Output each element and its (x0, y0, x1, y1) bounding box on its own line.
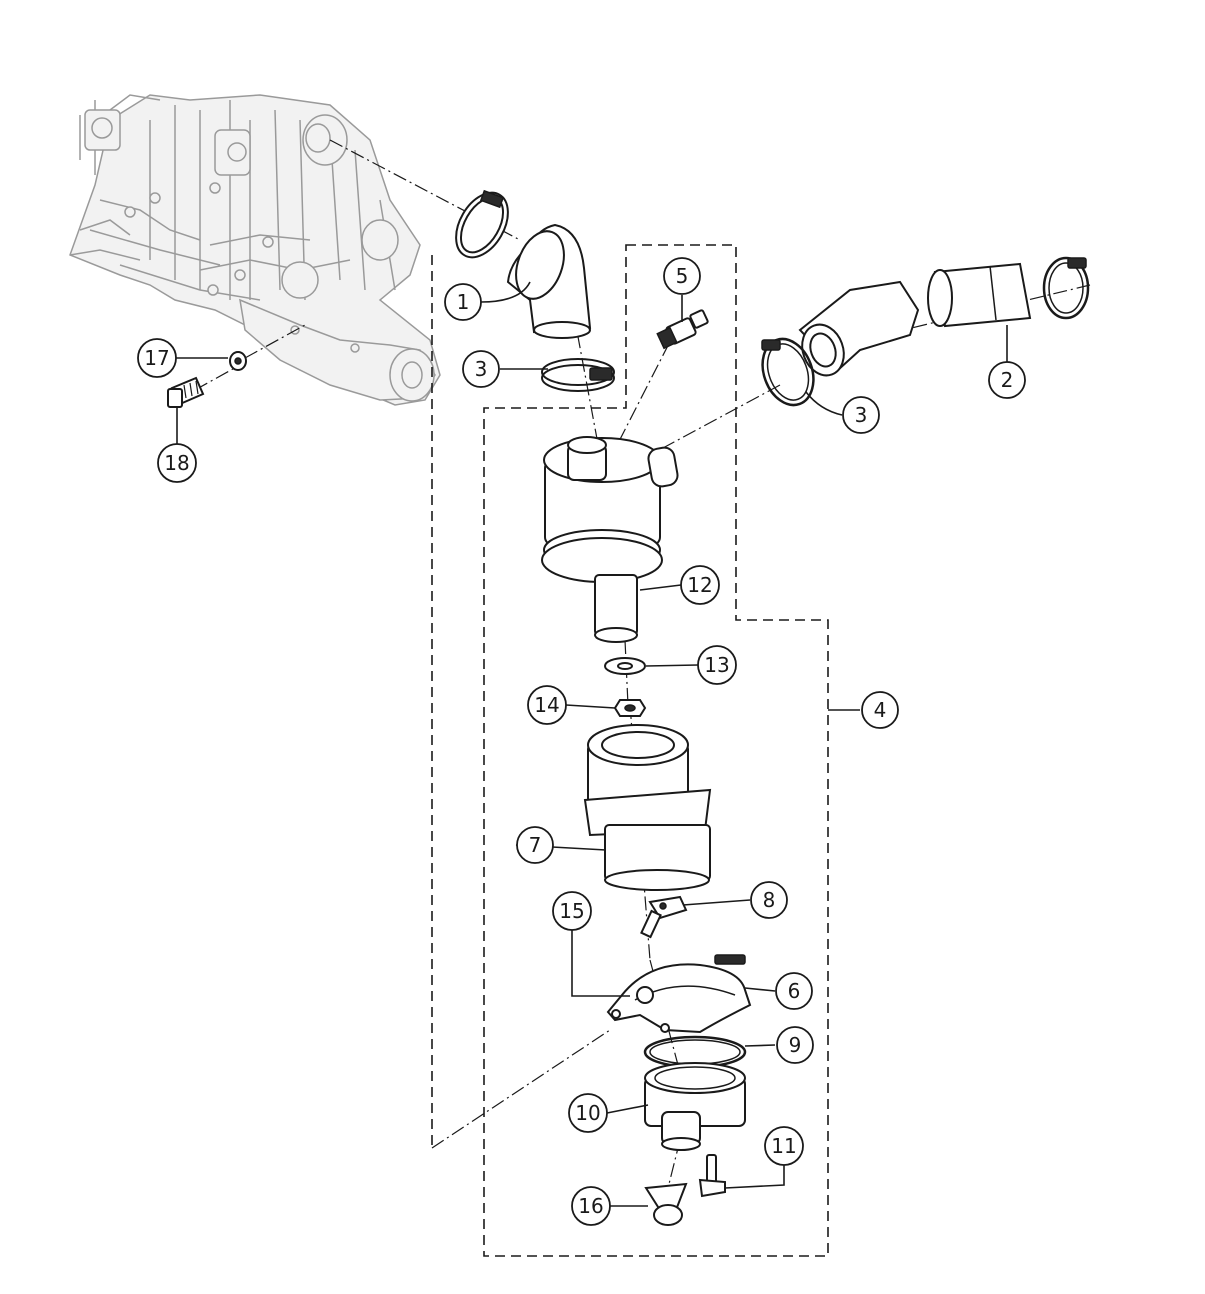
svg-text:12: 12 (687, 573, 712, 597)
bolt-18 (167, 376, 205, 408)
filter-element-7 (583, 724, 712, 891)
svg-text:3: 3 (855, 403, 868, 427)
svg-text:5: 5 (676, 264, 689, 288)
callout-3-right: 3 (842, 396, 880, 434)
leader-lines (176, 281, 1008, 1207)
callout-18: 18 (157, 443, 197, 483)
svg-text:1: 1 (457, 290, 470, 314)
washer-17 (229, 351, 247, 371)
hose-clamp-upper (455, 189, 509, 259)
svg-text:6: 6 (788, 979, 801, 1003)
intake-hose-2 (798, 262, 1032, 377)
svg-text:16: 16 (578, 1194, 603, 1218)
svg-text:10: 10 (575, 1101, 600, 1125)
fitting-5 (656, 309, 709, 350)
wing-bolt-11 (698, 1154, 726, 1198)
callout-15: 15 (552, 891, 592, 931)
callout-2: 2 (988, 361, 1026, 399)
svg-text:3: 3 (475, 357, 488, 381)
callout-9: 9 (776, 1026, 814, 1064)
callout-17: 17 (137, 338, 177, 378)
svg-text:7: 7 (529, 833, 542, 857)
engine-illustration (69, 94, 441, 406)
callout-8: 8 (750, 881, 788, 919)
callout-5: 5 (663, 257, 701, 295)
hose-clamp-3-right (761, 337, 815, 407)
drain-valve-16 (644, 1182, 688, 1226)
svg-text:15: 15 (559, 899, 584, 923)
nut-14 (613, 699, 647, 717)
callout-16: 16 (571, 1186, 611, 1226)
callout-13: 13 (697, 645, 737, 685)
wing-nut-8 (640, 895, 688, 939)
svg-text:9: 9 (789, 1033, 802, 1057)
svg-text:2: 2 (1001, 368, 1014, 392)
svg-text:11: 11 (771, 1134, 796, 1158)
svg-text:13: 13 (704, 653, 729, 677)
callout-12: 12 (680, 565, 720, 605)
callout-6: 6 (775, 972, 813, 1010)
assembly-4-boundary (483, 244, 829, 1257)
callout-14: 14 (527, 685, 567, 725)
dust-cup-10 (644, 1062, 746, 1151)
callout-10: 10 (568, 1093, 608, 1133)
svg-text:14: 14 (534, 693, 559, 717)
svg-text:4: 4 (874, 698, 887, 722)
elbow-hose (506, 223, 592, 339)
hose-clamp-right (1042, 256, 1090, 320)
filter-housing-12 (541, 436, 679, 643)
svg-text:18: 18 (164, 451, 189, 475)
callout-1: 1 (444, 283, 482, 321)
svg-text:8: 8 (763, 888, 776, 912)
callout-4: 4 (861, 691, 899, 729)
hose-clamp-3-left (541, 358, 615, 392)
callout-7: 7 (516, 826, 554, 864)
washer-13 (604, 657, 646, 675)
callout-3-left: 3 (462, 350, 500, 388)
callout-11: 11 (764, 1126, 804, 1166)
clamp-band-6 (606, 954, 752, 1034)
svg-text:17: 17 (144, 346, 169, 370)
